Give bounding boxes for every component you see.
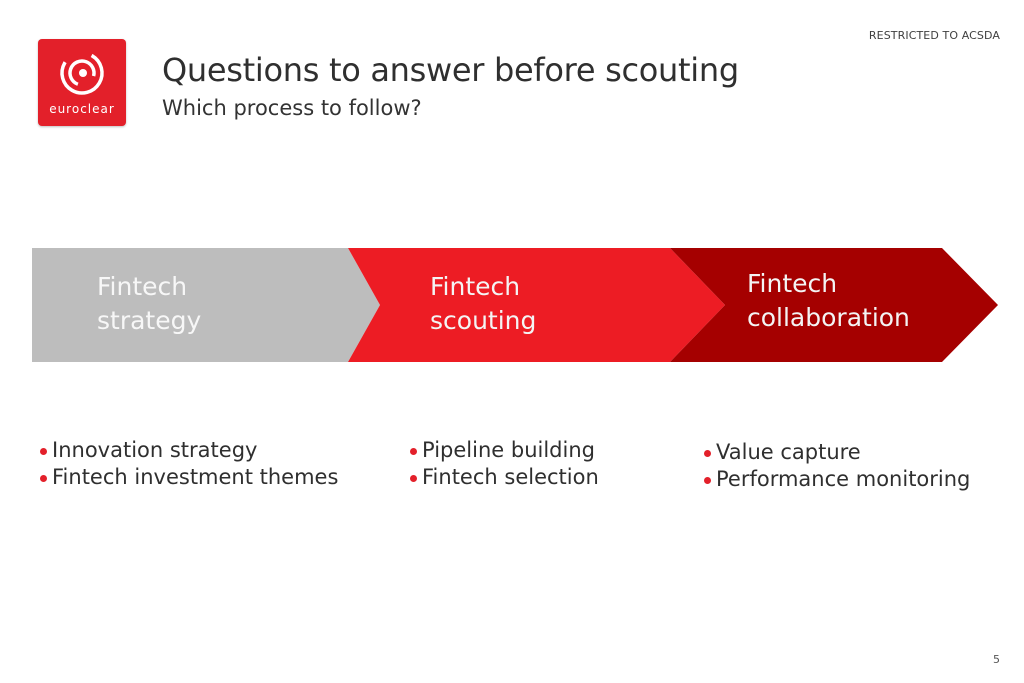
classification-label: RESTRICTED TO ACSDA xyxy=(868,29,1000,42)
stage-scouting-bullets: Pipeline building Fintech selection xyxy=(409,437,599,491)
stage-collaboration-bullets: Value capture Performance monitoring xyxy=(703,439,970,493)
bullet-item: Fintech selection xyxy=(409,464,599,491)
page-title: Questions to answer before scouting xyxy=(162,51,739,89)
stage-scouting-label: Fintech scouting xyxy=(430,272,537,335)
stage-strategy-chevron xyxy=(32,248,380,362)
stage-strategy-bullets: Innovation strategy Fintech investment t… xyxy=(39,437,338,491)
bullet-item: Performance monitoring xyxy=(703,466,970,493)
page-subtitle: Which process to follow? xyxy=(162,96,422,120)
euroclear-logo: euroclear xyxy=(38,39,126,126)
bullet-item: Pipeline building xyxy=(409,437,599,464)
stage-collaboration-chevron xyxy=(670,248,998,362)
bullet-item: Value capture xyxy=(703,439,970,466)
logo-wordmark: euroclear xyxy=(49,102,115,116)
bullet-item: Innovation strategy xyxy=(39,437,338,464)
stage-strategy-label: Fintech strategy xyxy=(97,272,202,335)
stage-collaboration-label: Fintech collaboration xyxy=(747,269,910,332)
stage-scouting-chevron xyxy=(302,248,725,362)
euroclear-swirl-icon xyxy=(60,51,104,95)
bullet-item: Fintech investment themes xyxy=(39,464,338,491)
page-number: 5 xyxy=(993,653,1000,666)
